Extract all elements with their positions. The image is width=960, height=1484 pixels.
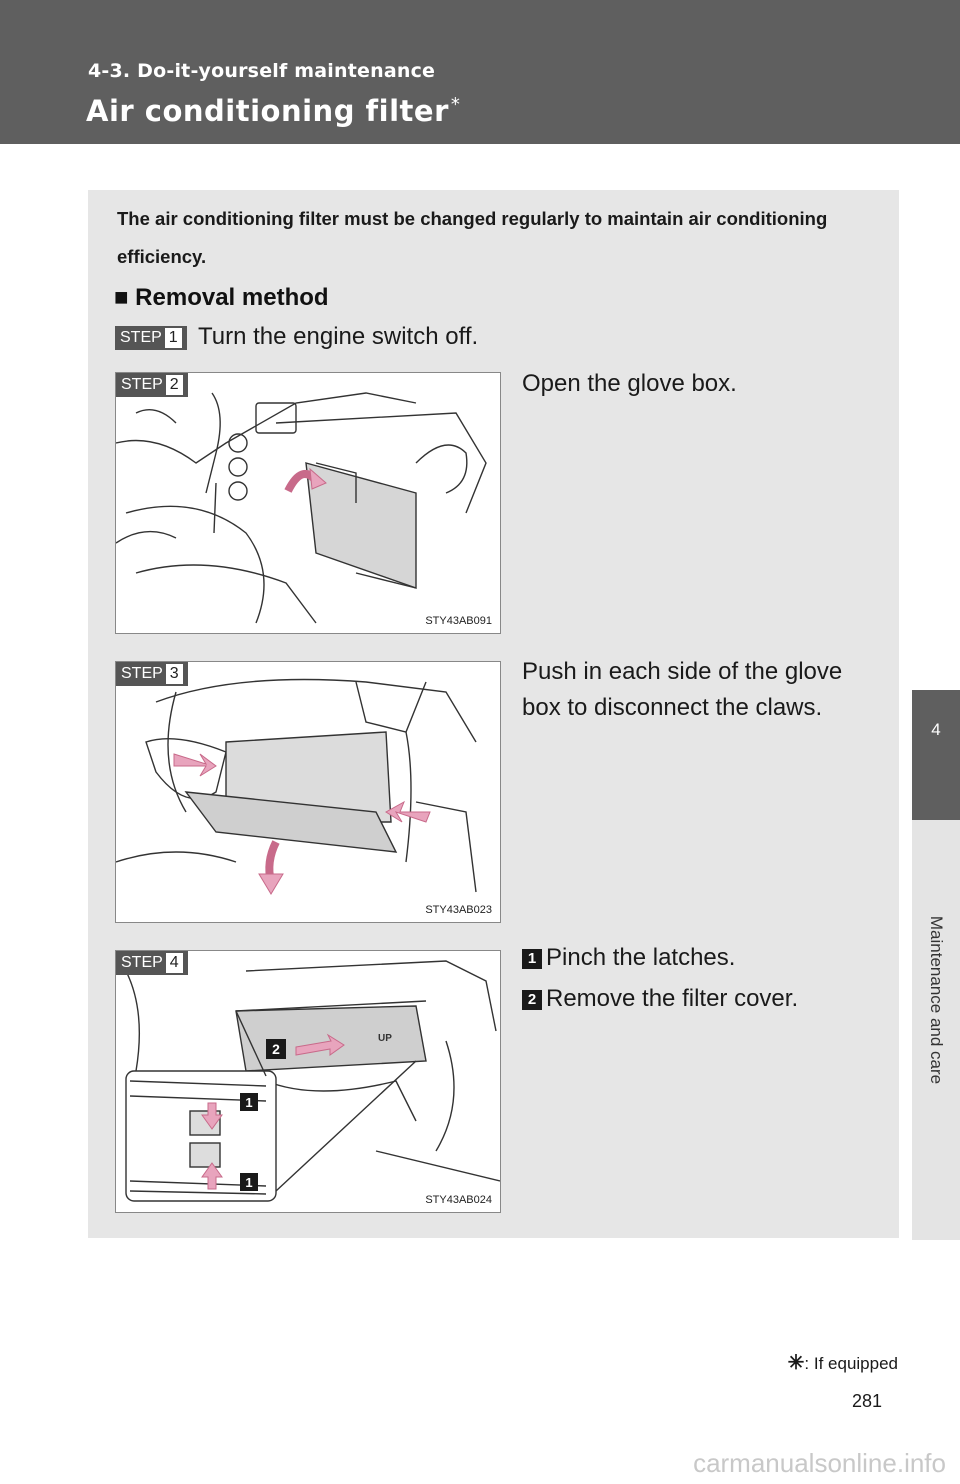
figure-label-1-bottom: 1	[245, 1175, 252, 1190]
intro-text: The air conditioning filter must be chan…	[117, 208, 828, 267]
substep-text: Pinch the latches.	[546, 944, 736, 971]
subheading: ■ Removal method	[114, 284, 329, 312]
filter-cover-illustration: 2 1 1 UP	[125, 960, 500, 1202]
page-title: Air conditioning filter*	[86, 94, 460, 128]
chapter-tab: Maintenance and care	[912, 820, 960, 1240]
section-label: 4-3. Do-it-yourself maintenance	[88, 60, 436, 82]
page-header: 4-3. Do-it-yourself maintenance Air cond…	[0, 0, 960, 144]
step-word: STEP	[121, 954, 163, 971]
step-number: 4	[165, 953, 183, 973]
figure-label-1-top: 1	[245, 1095, 252, 1110]
page-title-text: Air conditioning filter	[86, 94, 449, 128]
step-word: STEP	[120, 329, 162, 346]
title-asterisk: *	[450, 94, 461, 116]
step-1-text: Turn the engine switch off.	[198, 323, 479, 350]
figure-code: STY43AB023	[425, 904, 492, 916]
glove-box-open-illustration	[116, 392, 487, 624]
watermark: carmanualsonline.info	[0, 1444, 960, 1484]
step-number: 3	[165, 664, 183, 684]
footnote: ✳: If equipped	[788, 1350, 898, 1375]
watermark-text: carmanualsonline.info	[693, 1448, 946, 1478]
figure-code: STY43AB091	[425, 615, 492, 627]
step-number: 1	[164, 328, 182, 348]
figure-label-2: 2	[272, 1041, 280, 1057]
up-marking: UP	[378, 1033, 392, 1044]
page-number: 281	[851, 1391, 882, 1411]
footnote-text: : If equipped	[804, 1354, 898, 1373]
subheading-text: Removal method	[135, 284, 329, 311]
figure-code: STY43AB024	[425, 1194, 492, 1206]
asterisk-icon: ✳	[787, 1352, 805, 1374]
step-word: STEP	[121, 376, 163, 393]
square-bullet-icon: ■	[114, 284, 129, 311]
step-2-text: Open the glove box.	[522, 370, 737, 397]
substep-number: 2	[522, 990, 542, 1010]
glove-box-claws-illustration	[116, 678, 477, 895]
chapter-tab-label: Maintenance and care	[927, 915, 946, 1085]
step-3-text: Push in each side of the glove box to di…	[522, 658, 843, 721]
step-word: STEP	[121, 665, 163, 682]
chapter-tab-number: 4	[912, 690, 960, 820]
substep-text: Remove the filter cover.	[546, 985, 799, 1012]
substep-number: 1	[522, 949, 542, 969]
step-number: 2	[165, 375, 183, 395]
